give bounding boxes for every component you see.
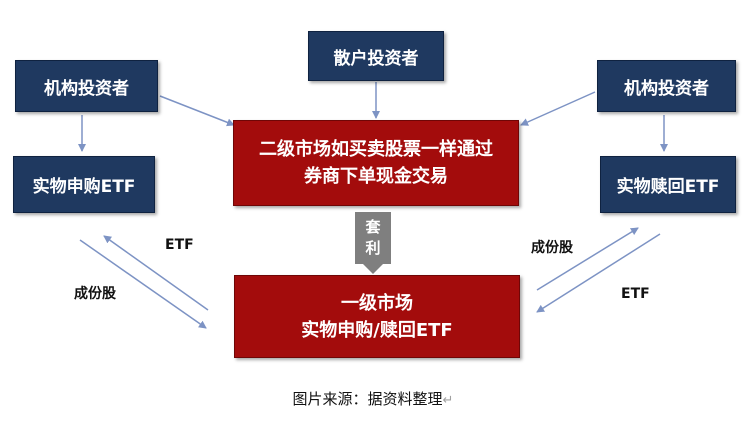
secondary-market-line1: 二级市场如买卖股票一样通过 bbox=[259, 139, 493, 160]
figure-caption: 图片来源：据资料整理↵ bbox=[0, 388, 746, 409]
primary-market-box: 一级市场 实物申购/赎回ETF bbox=[234, 275, 520, 358]
arbitrage-char-1: 套 bbox=[365, 218, 381, 236]
arrow-right-inst-to-secondary bbox=[520, 91, 596, 126]
retail-investor-box: 散户投资者 bbox=[308, 31, 444, 81]
arbitrage-arrow-tip bbox=[363, 264, 383, 274]
secondary-market-line2: 券商下单现金交易 bbox=[304, 166, 448, 187]
subscribe-etf-box: 实物申购ETF bbox=[13, 156, 155, 213]
retail-investor-label: 散户投资者 bbox=[333, 48, 419, 69]
right-institutional-investor-label: 机构投资者 bbox=[624, 78, 709, 99]
left-institutional-investor-label: 机构投资者 bbox=[44, 78, 129, 99]
primary-market-line2: 实物申购/赎回ETF bbox=[301, 319, 453, 341]
arrow-left-inst-to-secondary bbox=[159, 95, 235, 127]
subscribe-etf-label: 实物申购ETF bbox=[32, 177, 136, 197]
redeem-etf-box: 实物赎回ETF bbox=[600, 156, 736, 213]
secondary-market-box: 二级市场如买卖股票一样通过 券商下单现金交易 bbox=[233, 120, 519, 206]
caption-text: 图片来源：据资料整理 bbox=[292, 390, 443, 408]
arbitrage-arrow-body: 套 利 bbox=[355, 212, 391, 264]
arrow-left-etf bbox=[103, 235, 209, 311]
arbitrage-arrow: 套 利 bbox=[351, 212, 395, 274]
left-etf-label: ETF bbox=[165, 237, 194, 253]
left-institutional-investor-box: 机构投资者 bbox=[15, 60, 158, 112]
left-component-stocks-label: 成份股 bbox=[74, 286, 116, 302]
primary-market-line1: 一级市场 bbox=[340, 292, 413, 314]
right-etf-label: ETF bbox=[621, 286, 650, 302]
right-institutional-investor-box: 机构投资者 bbox=[597, 60, 736, 112]
redeem-etf-label: 实物赎回ETF bbox=[616, 177, 720, 197]
arrow-right-etf bbox=[536, 233, 661, 313]
right-component-stocks-label: 成份股 bbox=[531, 240, 573, 256]
arrow-left-component bbox=[79, 239, 207, 329]
arbitrage-char-2: 利 bbox=[365, 239, 381, 257]
arrow-right-component bbox=[536, 227, 639, 291]
paragraph-mark-icon: ↵ bbox=[442, 393, 454, 408]
